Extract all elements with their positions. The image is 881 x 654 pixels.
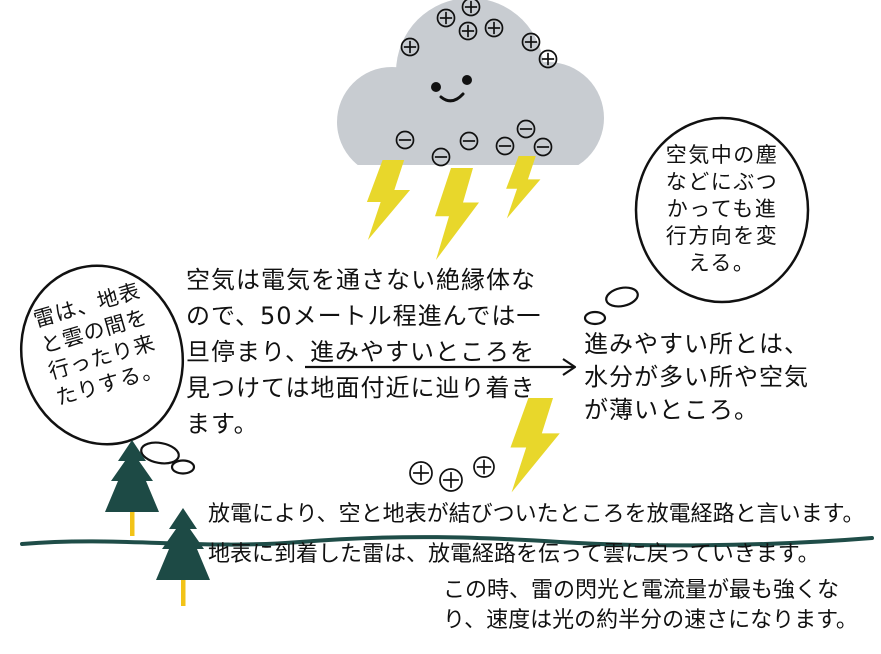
- lightning-bolt-icon: [510, 398, 560, 493]
- lightning-bolt-icon: [366, 160, 411, 240]
- text-line: 行方向を変: [665, 224, 779, 248]
- text-line: などにぶつ: [665, 170, 779, 194]
- text-line: ます。: [186, 410, 259, 438]
- tree-foliage: [156, 508, 210, 580]
- text-line: 空気中の塵: [665, 143, 779, 167]
- peak-intensity-text: この時、雷の閃光と電流量が最も強くな り、速度は光の約半分の速さになります。: [443, 576, 858, 636]
- positive-charge-icon: [461, 0, 481, 17]
- text-line: える。: [688, 251, 756, 275]
- text-line: 旦停まり、進みやすいところを: [186, 338, 536, 366]
- charge-ring: [395, 130, 415, 150]
- arrow-right-icon: [305, 358, 577, 376]
- discharge-path-text: 放電により、空と地表が結びついたところを放電経路と言います。: [208, 502, 865, 527]
- bubble-body: [634, 116, 810, 304]
- charge-ring: [459, 131, 479, 151]
- charge-ring: [431, 147, 451, 167]
- cloud-icon: [337, 0, 604, 165]
- charge-ring: [484, 18, 504, 38]
- charge-ring: [439, 468, 463, 492]
- negative-charge-icon: [431, 147, 451, 167]
- positive-charge-icon: [473, 456, 495, 478]
- lightning-bolts: [366, 156, 560, 493]
- text-line: 進みやすい所とは、: [584, 330, 809, 358]
- thought-bubble-icon: [583, 116, 810, 326]
- smiling-face-icon: [431, 75, 472, 103]
- text-line: この時、雷の閃光と電流量が最も強くな: [443, 578, 840, 603]
- tree-trunk: [130, 510, 135, 536]
- positive-charge-icon: [538, 49, 558, 69]
- bubble-tail: [140, 441, 180, 465]
- pine-tree-icon: [105, 440, 159, 536]
- negative-charge-icon: [459, 131, 479, 151]
- text-line: ので、50メートル程進んでは一: [186, 302, 542, 330]
- charge-ring: [516, 119, 536, 139]
- bubble-tail: [605, 286, 639, 308]
- ground-line: [20, 535, 874, 548]
- pine-tree-icon: [156, 508, 210, 606]
- positive-charge-icon: [521, 32, 541, 52]
- charge-ring: [533, 137, 553, 157]
- negative-charge-icon: [395, 130, 415, 150]
- positive-charge-icon: [439, 468, 463, 492]
- positive-charge-icon: [400, 37, 420, 57]
- negative-charge-icon: [516, 119, 536, 139]
- charge-ring: [436, 8, 456, 28]
- bubble-tail: [583, 310, 607, 326]
- charge-ring: [409, 461, 433, 485]
- easy-path-explanation: 進みやすい所とは、 水分が多い所や空気 が薄いところ。: [584, 328, 809, 427]
- thought-bubble-icon: [19, 264, 196, 475]
- text-line: が薄いところ。: [584, 396, 759, 424]
- right-bubble-text: 空気中の塵 などにぶつ かっても進 行方向を変 える。: [656, 142, 788, 277]
- text-line: 水分が多い所や空気: [584, 363, 809, 391]
- left-eye: [431, 82, 441, 92]
- charge-ring: [400, 37, 420, 57]
- lightning-bolt-icon: [435, 168, 479, 260]
- smile: [439, 92, 465, 103]
- bubble-body: [19, 264, 185, 446]
- charges-group: [395, 0, 558, 492]
- tree-trunk: [181, 578, 186, 606]
- insulator-explanation: 空気は電気を通さない絶縁体な ので、50メートル程進んでは一 旦停まり、進みやす…: [186, 262, 541, 442]
- return-to-cloud-text: 地表に到着した雷は、放電経路を伝って雲に戻っていきます。: [208, 542, 820, 567]
- bubble-tail: [170, 459, 196, 475]
- positive-charge-icon: [409, 461, 433, 485]
- charge-ring: [521, 32, 541, 52]
- positive-charge-icon: [458, 21, 478, 41]
- positive-charge-icon: [484, 18, 504, 38]
- negative-charge-icon: [495, 136, 515, 156]
- charge-ring: [473, 456, 495, 478]
- negative-charge-icon: [533, 137, 553, 157]
- charge-ring: [461, 0, 481, 17]
- text-line: 空気は電気を通さない絶縁体な: [186, 266, 536, 294]
- right-eye: [462, 75, 472, 85]
- charge-ring: [495, 136, 515, 156]
- arrow-head: [562, 358, 577, 376]
- text-line: り、速度は光の約半分の速さになります。: [443, 608, 858, 633]
- charge-ring: [538, 49, 558, 69]
- charge-ring: [458, 21, 478, 41]
- tree-foliage: [105, 440, 159, 512]
- text-line: かっても進: [666, 197, 778, 221]
- text-line: 見つけては地面付近に辿り着き: [186, 374, 536, 402]
- positive-charge-icon: [436, 8, 456, 28]
- lightning-bolt-icon: [506, 156, 541, 219]
